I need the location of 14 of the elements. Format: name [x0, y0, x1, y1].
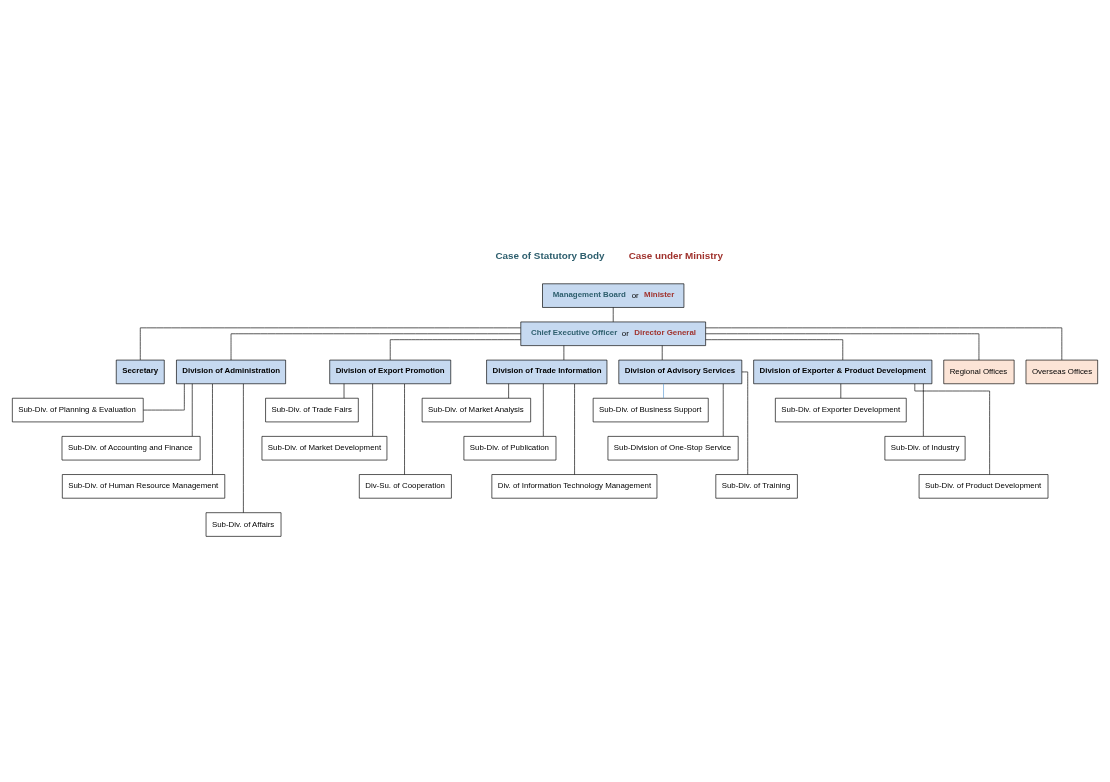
- connector: [741, 371, 749, 475]
- connector: [914, 383, 990, 475]
- label: Case of Statutory Body: [495, 250, 605, 262]
- connector: [663, 383, 664, 399]
- connector: [612, 307, 614, 323]
- connector: [212, 383, 213, 475]
- connector: [404, 383, 405, 475]
- connector: [661, 345, 663, 361]
- label: Case under Ministry: [628, 250, 723, 262]
- connector: [574, 383, 575, 475]
- connector: [923, 383, 924, 437]
- connector: [563, 345, 565, 361]
- connector: [230, 333, 522, 361]
- connector: [243, 383, 244, 513]
